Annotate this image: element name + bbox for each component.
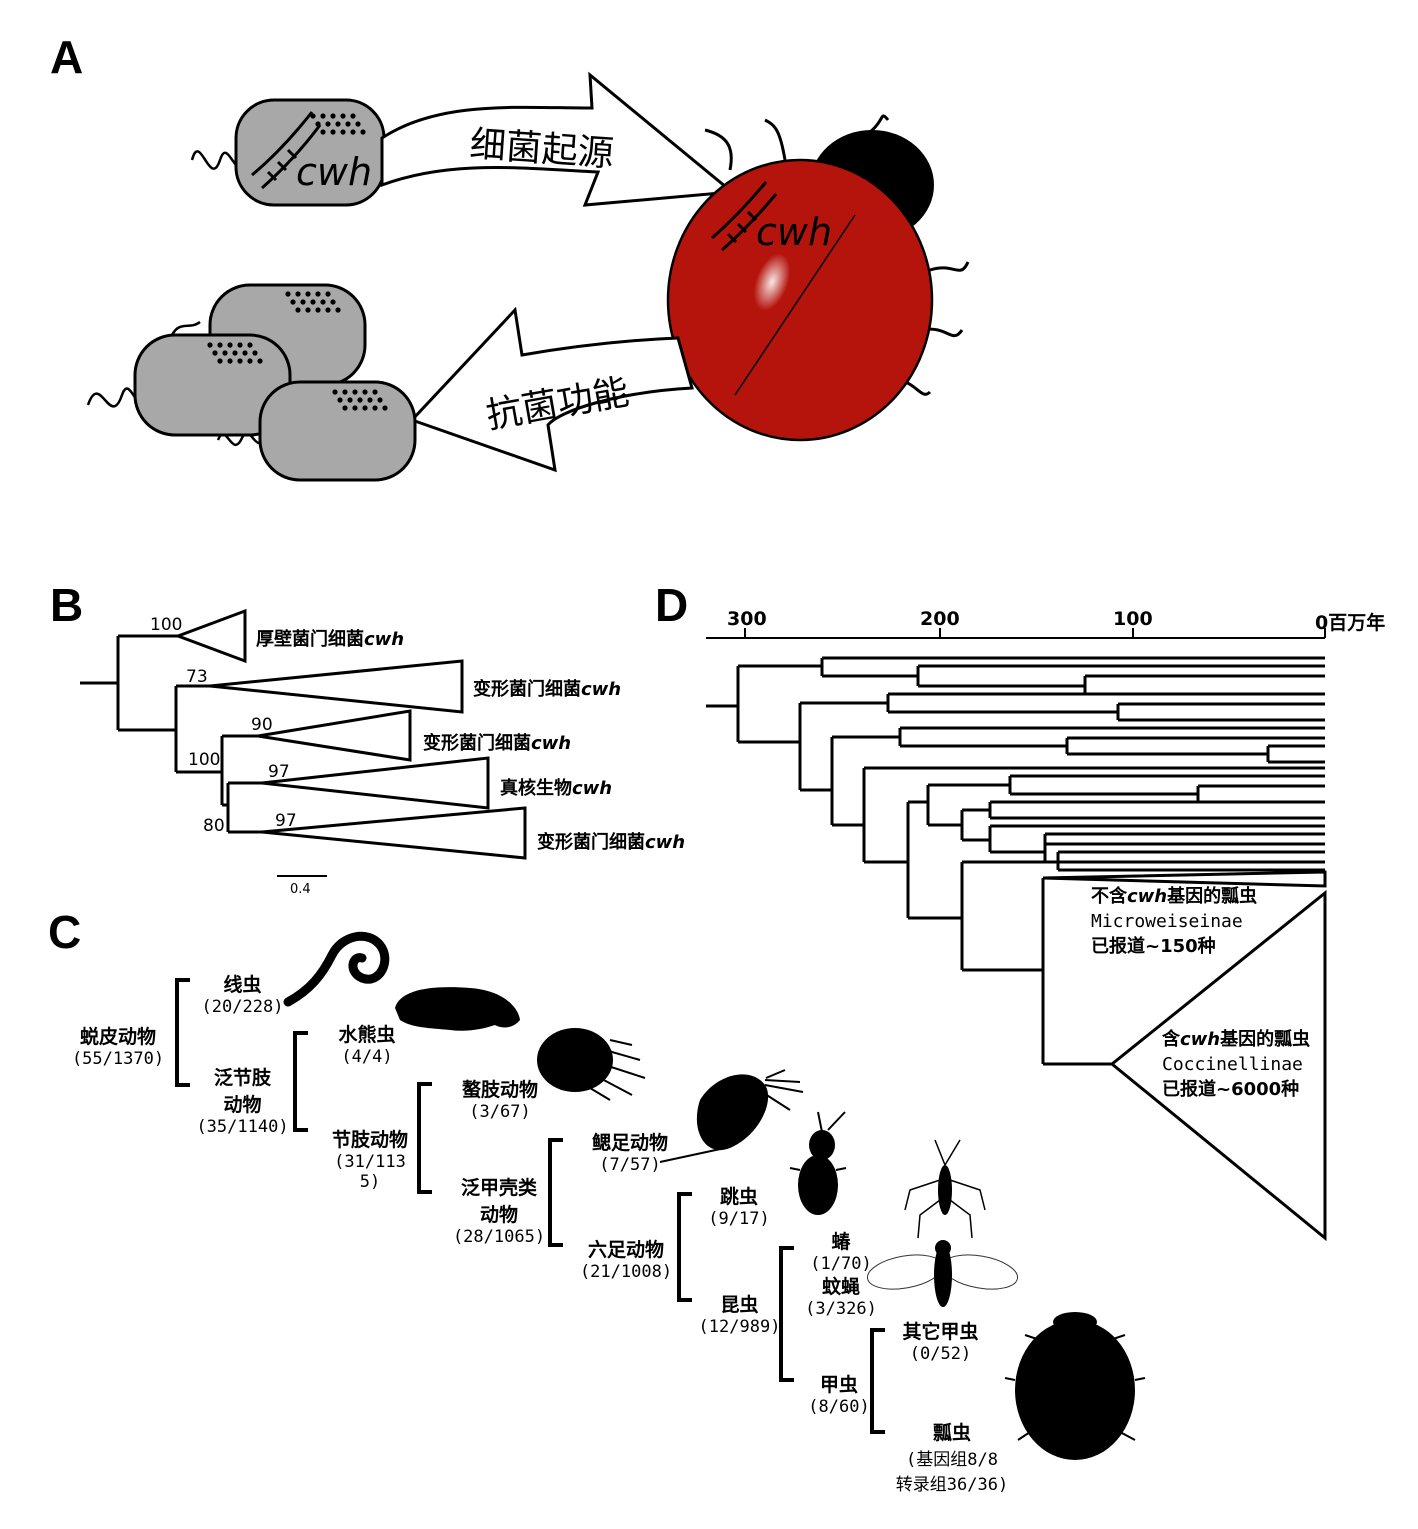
panel-label-a: A bbox=[50, 31, 84, 83]
clade-label: 变形菌门细菌cwh bbox=[423, 733, 572, 754]
gene-label-beetle: cwh bbox=[756, 210, 833, 254]
arrow-origin-label: 细菌起源 bbox=[468, 124, 616, 175]
taxon-label: 六足动物 (21/1008) bbox=[579, 1239, 673, 1282]
axis-tick-label: 300 bbox=[727, 608, 767, 630]
clade-label: 变形菌门细菌cwh bbox=[473, 679, 622, 700]
bootstrap-value: 80 bbox=[203, 816, 225, 836]
mite-icon bbox=[537, 1028, 646, 1101]
taxon-label: 泛节肢 动物 (35/1140) bbox=[196, 1067, 289, 1137]
clade-triangle bbox=[257, 709, 412, 762]
taxon-label: 线虫 (20/228) bbox=[201, 974, 284, 1017]
taxon-label: 螯肢动物 (3/67) bbox=[461, 1079, 538, 1122]
fly-icon bbox=[866, 1240, 1019, 1307]
taxon-label: 泛甲壳类 动物 (28/1065) bbox=[452, 1177, 546, 1247]
panel-c-brackets bbox=[175, 978, 885, 1434]
beetle-elytra-line bbox=[734, 214, 856, 396]
bug-icon bbox=[904, 1139, 986, 1239]
clade-triangle bbox=[173, 608, 247, 664]
taxon-label: 蚊蝇 (3/326) bbox=[805, 1276, 877, 1319]
clade-triangle bbox=[261, 756, 490, 810]
bootstrap-value: 73 bbox=[186, 667, 208, 687]
axis-tick-label: 100 bbox=[1113, 608, 1153, 630]
panel-d-tree bbox=[706, 628, 1327, 1242]
panel-label-b: B bbox=[50, 579, 84, 631]
taxon-label: 跳虫 (9/17) bbox=[708, 1186, 770, 1229]
scale-bar-label: 0.4 bbox=[290, 882, 311, 897]
clade-triangle bbox=[1109, 889, 1327, 1242]
nematode-icon bbox=[283, 931, 390, 1007]
clade-label: 真核生物cwh bbox=[500, 778, 613, 799]
panel-label-c: C bbox=[48, 906, 82, 958]
bacterium-front bbox=[258, 380, 417, 482]
bootstrap-value: 100 bbox=[188, 750, 221, 770]
origin-arrow bbox=[380, 71, 736, 207]
dna-icon bbox=[251, 111, 322, 190]
taxon-label: 水熊虫 (4/4) bbox=[338, 1024, 396, 1067]
axis-tick-label: 200 bbox=[920, 608, 960, 630]
panel-c-silhouettes bbox=[283, 931, 1146, 1460]
panel-label-d: D bbox=[655, 579, 689, 631]
bootstrap-value: 97 bbox=[275, 811, 297, 831]
beetle-shine bbox=[753, 253, 791, 311]
taxon-label: 甲虫 (8/60) bbox=[808, 1374, 870, 1417]
ladybird-icon bbox=[1004, 1312, 1146, 1460]
tardigrade-icon bbox=[395, 987, 520, 1031]
clade-label: 变形菌门细菌cwh bbox=[537, 832, 686, 853]
function-arrow bbox=[409, 306, 694, 473]
taxon-label: 其它甲虫 (0/52) bbox=[902, 1321, 979, 1364]
axis-tick-label: 0百万年 bbox=[1315, 612, 1386, 634]
clade-triangle bbox=[1042, 870, 1327, 888]
taxon-label: 昆虫 (12/989) bbox=[698, 1294, 781, 1337]
taxon-label: 节肢动物 (31/113 5) bbox=[331, 1129, 408, 1192]
clade-triangle bbox=[261, 806, 527, 860]
springtail-icon bbox=[789, 1111, 847, 1215]
bootstrap-value: 100 bbox=[150, 615, 183, 635]
clade-triangle bbox=[209, 659, 464, 714]
taxon-label: 鳃足动物 (7/57) bbox=[591, 1132, 668, 1175]
gene-label-bacterium: cwh bbox=[296, 150, 373, 194]
bootstrap-value: 97 bbox=[268, 762, 290, 782]
flagellum-icon bbox=[170, 320, 201, 336]
panel-b-tree bbox=[80, 608, 527, 877]
clade-label: 厚壁菌门细菌cwh bbox=[256, 629, 405, 650]
beetle-body bbox=[666, 158, 934, 442]
taxon-label: 蝽 (1/70) bbox=[810, 1231, 872, 1274]
branchiopod-icon bbox=[659, 1069, 804, 1163]
bootstrap-value: 90 bbox=[251, 715, 273, 735]
taxon-label: 蜕皮动物 (55/1370) bbox=[71, 1026, 165, 1069]
group-label-without-cwh: 不含cwh基因的瓢虫 Microweiseinae 已报道~150种 bbox=[1091, 886, 1258, 957]
panel-a-graphics bbox=[86, 71, 970, 482]
group-label-with-cwh: 含cwh基因的瓢虫 Coccinellinae 已报道~6000种 bbox=[1162, 1029, 1311, 1100]
taxon-label: 瓢虫 (基因组8/8 转录组36/36) bbox=[895, 1422, 1009, 1495]
dna-icon bbox=[711, 181, 778, 252]
bacterium-dots bbox=[207, 291, 388, 411]
